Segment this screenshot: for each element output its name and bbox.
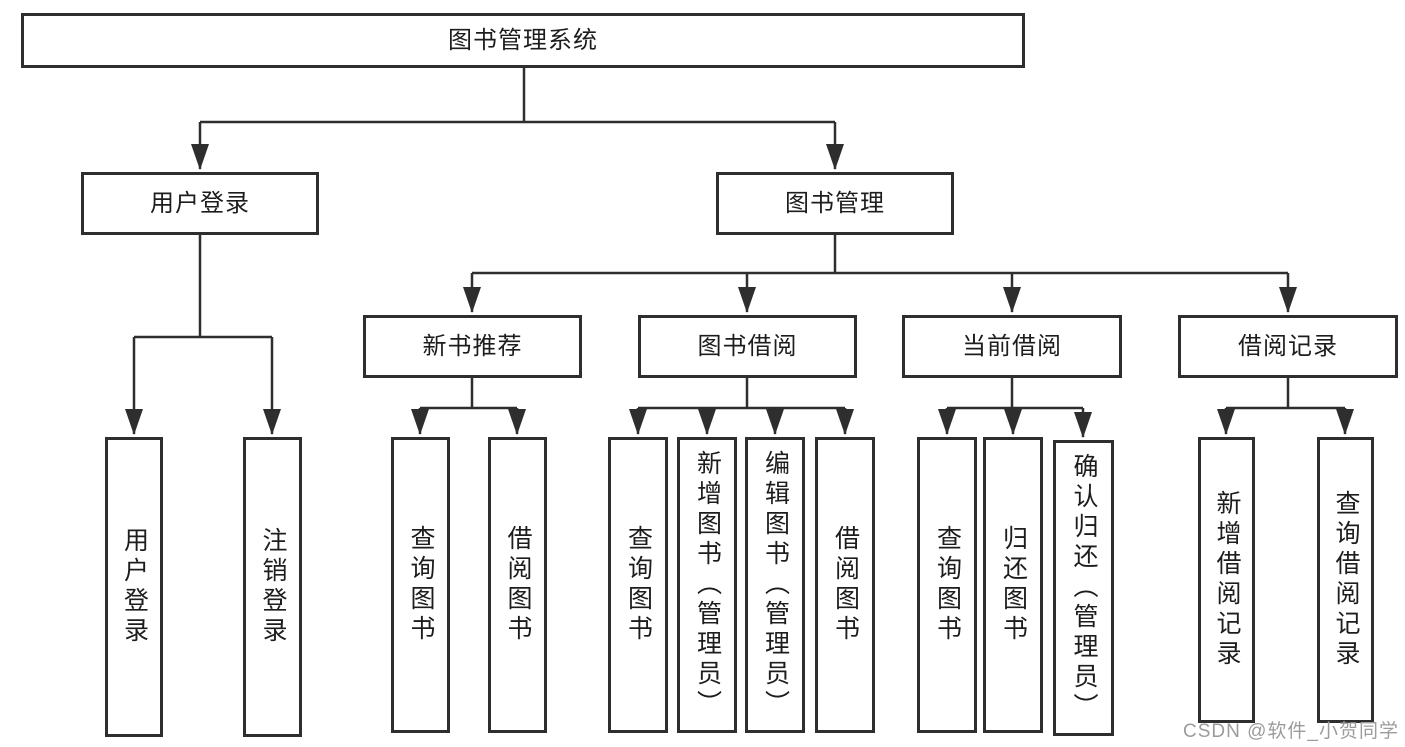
node-current-borrow: 当前借阅 [902, 315, 1122, 378]
node-new-book-rec: 新书推荐 [363, 315, 582, 378]
leaf-user-login: 用户登录 [105, 437, 163, 737]
leaf-query-books-borrow: 查询图书 [608, 437, 668, 733]
leaf-query-borrow-record: 查询借阅记录 [1317, 437, 1374, 723]
leaf-query-books-current: 查询图书 [917, 437, 977, 733]
node-borrow-records: 借阅记录 [1178, 315, 1398, 378]
node-book-mgmt: 图书管理 [716, 172, 954, 235]
node-root: 图书管理系统 [21, 13, 1025, 68]
leaf-logout: 注销登录 [243, 437, 302, 737]
leaf-query-books-rec: 查询图书 [391, 437, 450, 733]
leaf-borrow-books: 借阅图书 [815, 437, 875, 733]
node-book-borrow: 图书借阅 [638, 315, 857, 378]
leaf-add-books-admin: 新增图书（管理员） [677, 437, 737, 733]
leaf-return-books: 归还图书 [983, 437, 1043, 733]
leaf-confirm-return-admin: 确认归还（管理员） [1053, 440, 1114, 736]
leaf-borrow-books-rec: 借阅图书 [488, 437, 547, 733]
node-user-login: 用户登录 [81, 172, 319, 235]
leaf-add-borrow-record: 新增借阅记录 [1198, 437, 1255, 723]
leaf-edit-books-admin: 编辑图书（管理员） [745, 437, 805, 733]
csdn-watermark: CSDN @软件_小贺同学 [1183, 721, 1399, 742]
